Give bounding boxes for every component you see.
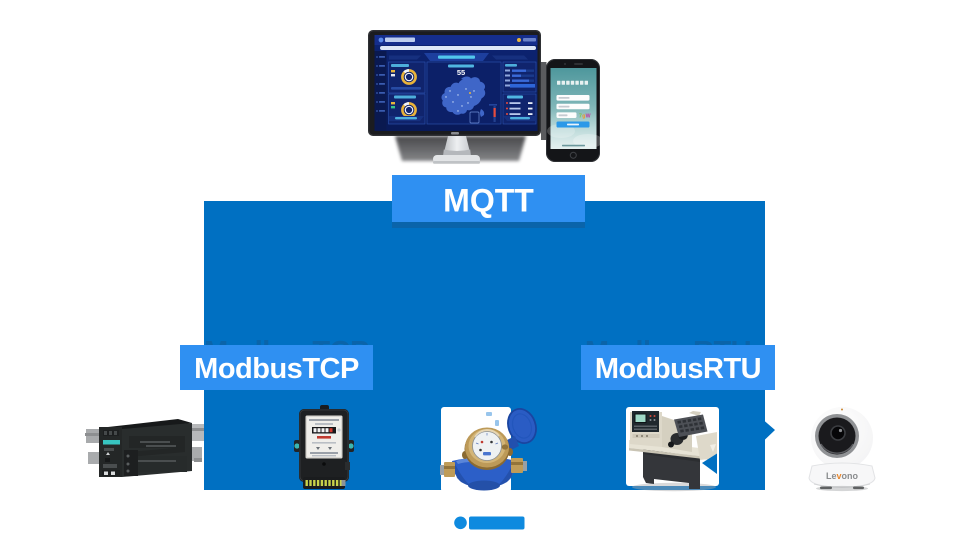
svg-text:MQTT: MQTT: [443, 183, 534, 219]
svg-text:ModbusRTU: ModbusRTU: [595, 353, 761, 385]
svg-text:55: 55: [457, 68, 465, 77]
svg-text:g: g: [582, 113, 585, 119]
svg-text:Levono: Levono: [826, 471, 859, 481]
svg-text:W: W: [586, 113, 591, 119]
svg-text:7: 7: [579, 113, 582, 119]
svg-text:ModbusTCP: ModbusTCP: [194, 353, 359, 385]
